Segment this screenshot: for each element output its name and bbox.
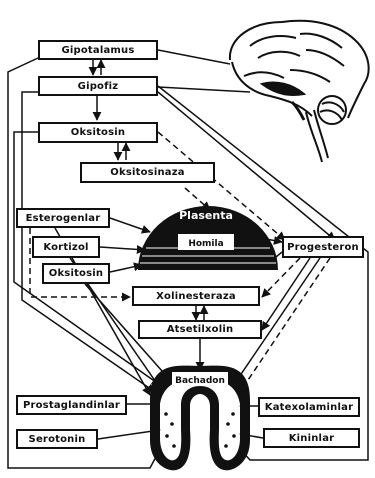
kininlar-box: Kininlar <box>263 428 360 448</box>
kortizol-box: Kortizol <box>32 236 100 258</box>
esterogenlar-box: Esterogenlar <box>16 208 110 228</box>
plasenta-label: Plasenta <box>179 209 233 222</box>
progesteron-box: Progesteron <box>282 236 364 258</box>
uterus-illustration <box>150 365 250 471</box>
bachadon-label: Bachadon <box>175 376 225 386</box>
brain-illustration <box>228 19 370 163</box>
oksitosin-top-box: Oksitosin <box>38 122 158 143</box>
gipotalamus-box: Gipotalamus <box>38 40 158 60</box>
homila-label: Homila <box>188 239 223 249</box>
oksitosinaza-box: Oksitosinaza <box>80 162 215 183</box>
serotonin-box: Serotonin <box>16 429 98 449</box>
placenta-dome <box>138 206 278 270</box>
oksitosin-mid-box: Oksitosin <box>42 263 110 284</box>
katexolaminlar-box: Katexolaminlar <box>258 397 360 417</box>
xolinesteraza-box: Xolinesteraza <box>132 286 260 306</box>
prostaglandinlar-box: Prostaglandinlar <box>16 395 127 415</box>
atsetilxolin-box: Atsetilxolin <box>138 320 262 339</box>
gipofiz-box: Gipofiz <box>38 76 158 96</box>
